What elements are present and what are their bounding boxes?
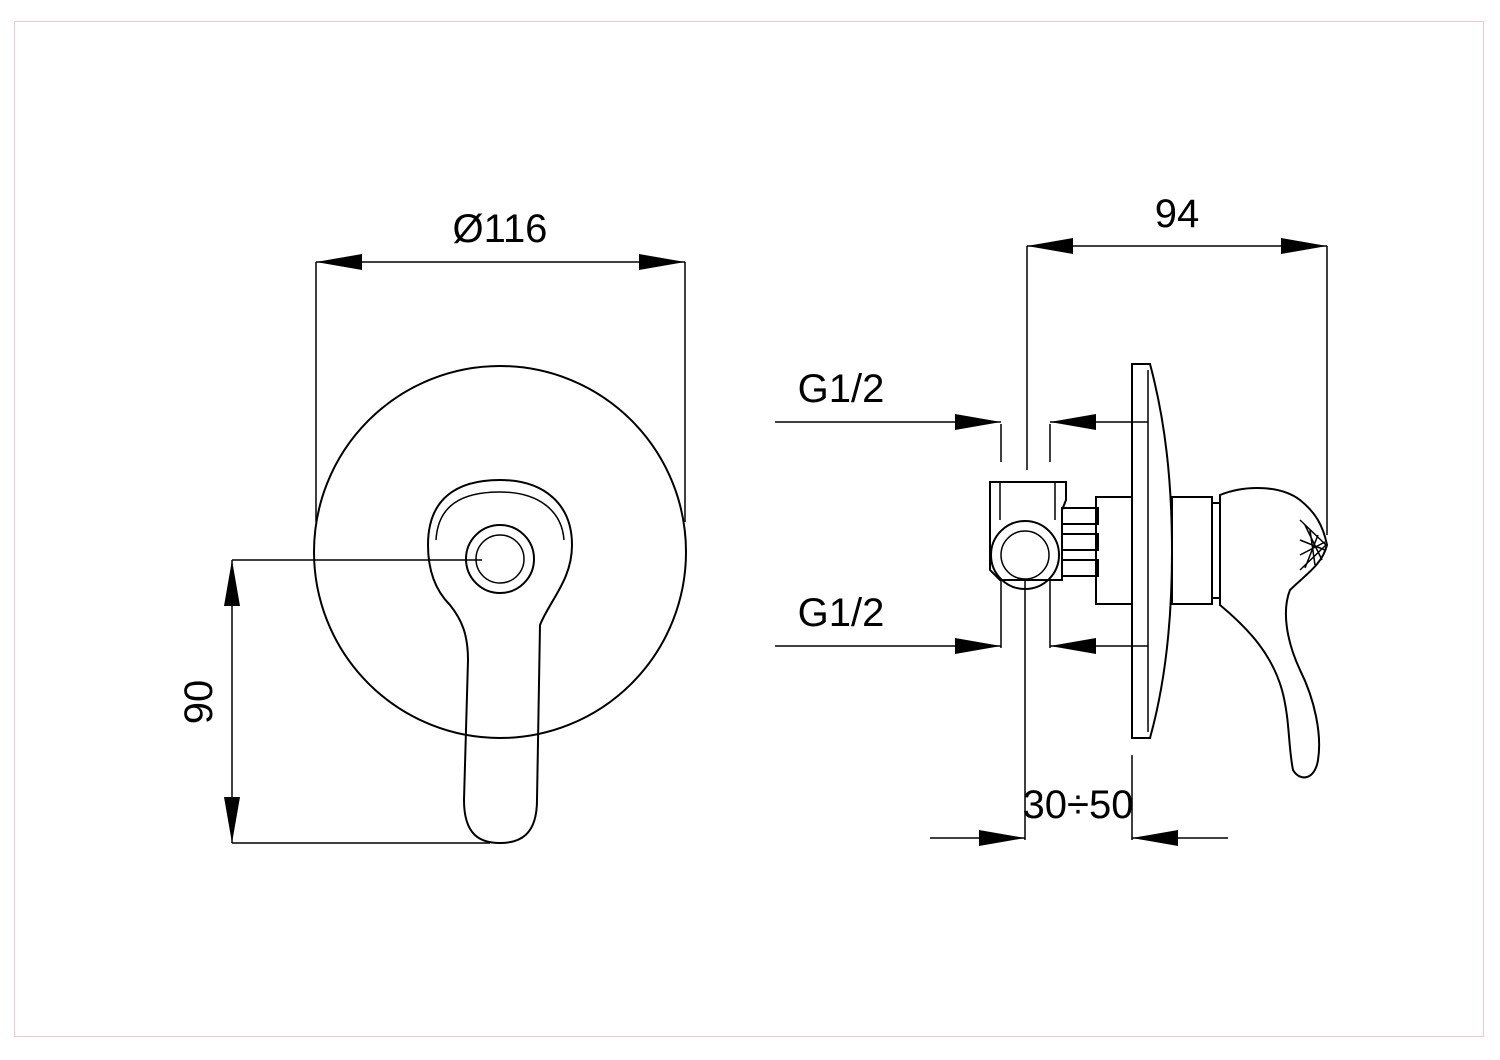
side-bonnet — [1171, 496, 1213, 605]
side-stub-mid — [1061, 533, 1099, 551]
side-lever — [1219, 487, 1329, 779]
range-arrow-left — [979, 830, 1025, 846]
height-arrow-bottom — [224, 797, 240, 843]
range-arrow-right — [1132, 830, 1178, 846]
dia-arrow-left — [316, 254, 362, 270]
front-rosette-circle — [313, 365, 687, 739]
height-label: 90 — [177, 680, 221, 725]
side-stub-bottom — [1061, 559, 1099, 577]
side-inlet-port-inner — [1000, 530, 1050, 580]
side-rosette-plate — [1131, 363, 1174, 739]
side-view: 94 G1/2 G1/2 30÷50 — [775, 192, 1329, 846]
front-hub-outer — [465, 524, 535, 594]
drawing-frame — [14, 21, 1484, 1037]
side-lever-knurl — [1299, 519, 1328, 571]
front-view: Ø116 90 — [177, 207, 687, 845]
thread-bottom-label: G1/2 — [798, 591, 885, 635]
front-lever-highlight — [435, 491, 565, 541]
side-valve-body — [1095, 496, 1133, 605]
install-range-label: 30÷50 — [1023, 783, 1134, 827]
diameter-label: Ø116 — [453, 207, 548, 251]
thread-top-arrow-left — [955, 414, 1001, 430]
thread-top-arrow-right — [1050, 414, 1096, 430]
side-bonnet-ring — [1211, 502, 1221, 599]
height-arrow-top — [224, 560, 240, 606]
thread-bottom-arrow-right — [1050, 638, 1096, 654]
dia-arrow-right — [639, 254, 685, 270]
depth-label: 94 — [1155, 192, 1200, 236]
side-stub-top — [1061, 507, 1099, 525]
thread-top-label: G1/2 — [798, 367, 885, 411]
depth-arrow-left — [1027, 238, 1073, 254]
front-hub-inner — [475, 534, 525, 584]
thread-bottom-arrow-left — [955, 638, 1001, 654]
front-lever-body — [426, 478, 574, 845]
depth-arrow-right — [1281, 238, 1327, 254]
